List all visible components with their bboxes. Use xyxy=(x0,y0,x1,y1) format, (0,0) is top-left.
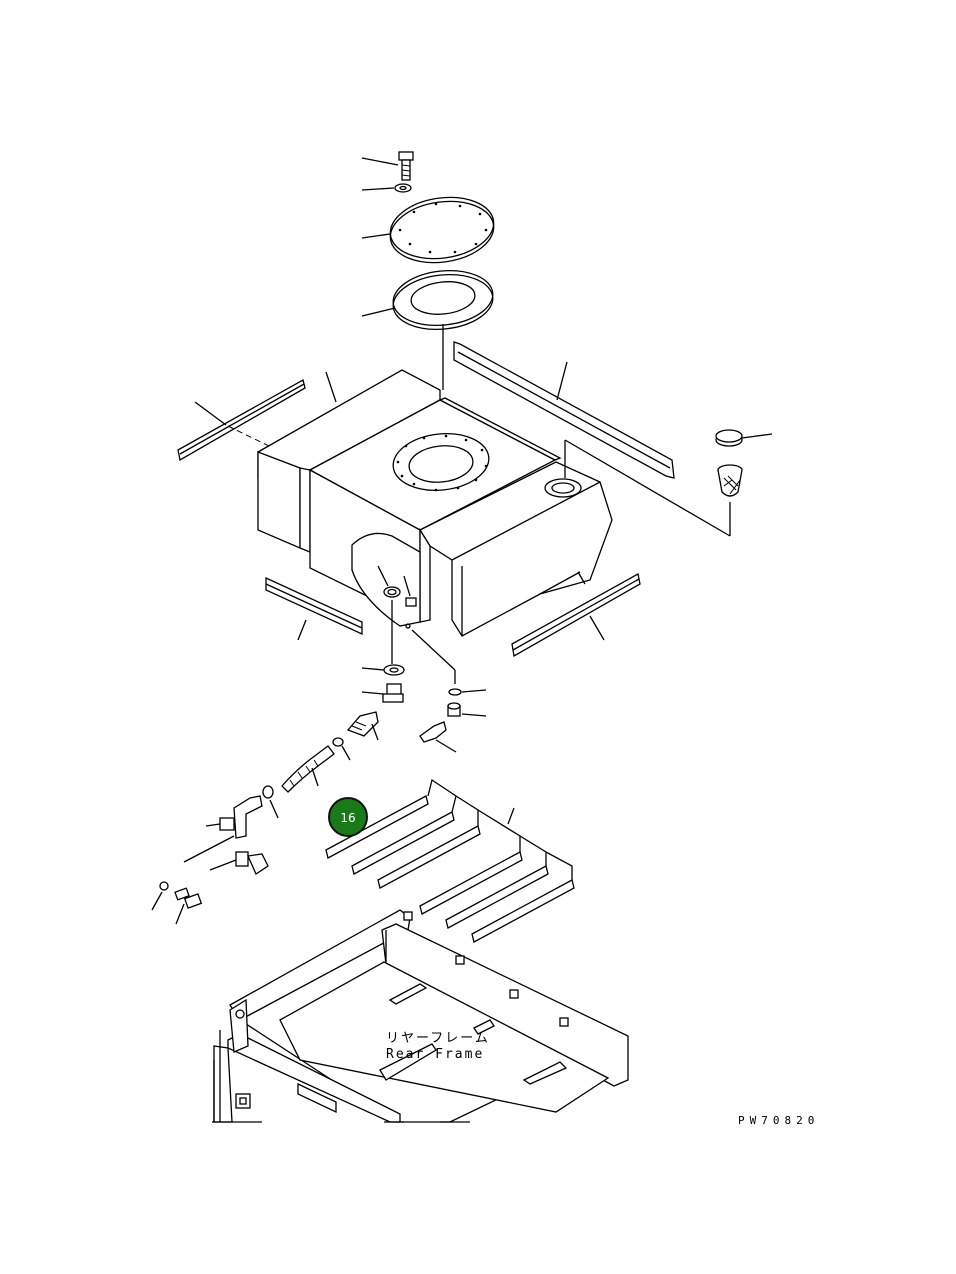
left-upper-pad xyxy=(177,379,319,471)
right-lower-pad xyxy=(511,572,641,658)
fuel-cap xyxy=(715,429,773,447)
right-drain-washer xyxy=(411,629,487,696)
fuel-strainer xyxy=(564,439,743,537)
lower-washer xyxy=(151,881,169,911)
left-lower-pad xyxy=(265,576,363,641)
tank-gasket-ring xyxy=(361,269,494,390)
callout-badge-16[interactable]: 16 xyxy=(328,797,368,837)
right-drain-elbow xyxy=(447,702,487,717)
hose-clamp xyxy=(332,737,351,761)
rear-frame-label: リヤーフレーム Rear Frame xyxy=(386,1031,490,1062)
drain-fitting xyxy=(361,683,404,703)
tank-cover-plate xyxy=(361,196,495,264)
drain-connector xyxy=(209,851,269,875)
right-upper-pad xyxy=(453,341,675,479)
cover-bolt xyxy=(361,151,414,181)
drain-cock-valve xyxy=(346,711,379,741)
drain-hose xyxy=(281,745,335,793)
fuel-tank xyxy=(257,369,613,637)
drawing-code: PW70820 xyxy=(738,1114,819,1127)
rubber-pad-set xyxy=(325,778,575,943)
frame-label-jp: リヤーフレーム xyxy=(386,1031,490,1046)
cover-washer xyxy=(361,183,412,193)
drain-washer xyxy=(361,600,405,676)
frame-label-en: Rear Frame xyxy=(386,1047,484,1062)
rear-frame xyxy=(212,909,629,1123)
elbow-pipe xyxy=(183,795,263,863)
right-drain-nipple xyxy=(419,721,457,753)
lower-bolt xyxy=(174,887,203,925)
callout-number: 16 xyxy=(340,811,355,825)
small-clamp xyxy=(262,785,279,819)
